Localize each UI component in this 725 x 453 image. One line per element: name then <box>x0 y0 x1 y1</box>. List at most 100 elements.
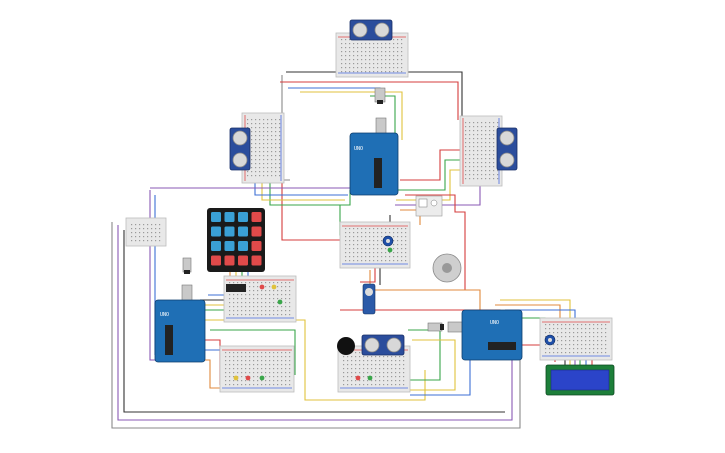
breadboard-hole <box>273 294 275 296</box>
breadboard-hole <box>259 143 261 145</box>
keypad-key <box>238 255 248 266</box>
breadboard-hole <box>593 352 595 354</box>
breadboard-hole <box>553 328 555 330</box>
keypad-key <box>251 212 262 222</box>
breadboard-hole <box>237 314 239 316</box>
breadboard-hole <box>481 142 483 144</box>
breadboard-hole <box>345 236 347 238</box>
breadboard-hole <box>245 314 247 316</box>
breadboard-hole <box>265 364 267 366</box>
breadboard-hole <box>489 166 491 168</box>
breadboard-hole <box>385 260 387 262</box>
breadboard-hole <box>373 232 375 234</box>
breadboard-hole <box>351 356 353 358</box>
breadboard-hole <box>251 171 253 173</box>
breadboard-hole <box>275 143 277 145</box>
breadboard-hole <box>401 59 403 61</box>
breadboard-hole <box>273 310 275 312</box>
breadboard-hole <box>397 63 399 65</box>
breadboard-hole <box>255 135 257 137</box>
breadboard-hole <box>391 380 393 382</box>
breadboard-hole <box>577 328 579 330</box>
breadboard-hole <box>259 139 261 141</box>
breadboard-hole <box>229 380 231 382</box>
breadboard-hole <box>371 380 373 382</box>
breadboard-hole <box>241 384 243 386</box>
breadboard-hole <box>347 376 349 378</box>
breadboard-hole <box>477 162 479 164</box>
breadboard-hole <box>267 159 269 161</box>
breadboard-hole <box>267 127 269 129</box>
breadboard-hole <box>387 356 389 358</box>
breadboard-hole <box>247 123 249 125</box>
breadboard-hole <box>375 372 377 374</box>
breadboard-hole <box>465 158 467 160</box>
breadboard-hole <box>389 63 391 65</box>
breadboard-hole <box>485 166 487 168</box>
breadboard-hole <box>261 314 263 316</box>
breadboard-hole <box>341 47 343 49</box>
breadboard-hole <box>353 236 355 238</box>
breadboard-hole <box>253 380 255 382</box>
breadboard-hole <box>249 302 251 304</box>
breadboard-hole <box>381 256 383 258</box>
breadboard-hole <box>473 134 475 136</box>
breadboard-hole <box>347 356 349 358</box>
breadboard-hole <box>267 135 269 137</box>
breadboard-hole <box>585 324 587 326</box>
breadboard-hole <box>241 294 243 296</box>
breadboard-hole <box>159 236 161 238</box>
breadboard-hole <box>349 55 351 57</box>
breadboard-hole <box>269 298 271 300</box>
breadboard-hole <box>225 380 227 382</box>
breadboard-hole <box>255 159 257 161</box>
breadboard-hole <box>493 162 495 164</box>
breadboard-hole <box>267 171 269 173</box>
breadboard-hole <box>271 131 273 133</box>
breadboard-hole <box>391 356 393 358</box>
breadboard-hole <box>359 372 361 374</box>
breadboard-hole <box>245 368 247 370</box>
breadboard-hole <box>367 384 369 386</box>
breadboard-hole <box>373 51 375 53</box>
breadboard-hole <box>577 348 579 350</box>
breadboard-hole <box>569 344 571 346</box>
breadboard-hole <box>351 380 353 382</box>
breadboard-hole <box>155 228 157 230</box>
breadboard-hole <box>469 134 471 136</box>
breadboard-hole <box>255 151 257 153</box>
breadboard-hole <box>403 356 405 358</box>
breadboard-hole <box>361 260 363 262</box>
breadboard-hole <box>285 314 287 316</box>
breadboard-hole <box>493 130 495 132</box>
breadboard-hole <box>367 360 369 362</box>
breadboard-hole <box>397 43 399 45</box>
breadboard-hole <box>265 360 267 362</box>
breadboard-hole <box>261 368 263 370</box>
breadboard-hole <box>485 154 487 156</box>
breadboard-hole <box>289 364 291 366</box>
breadboard-hole <box>345 43 347 45</box>
breadboard-hole <box>493 122 495 124</box>
breadboard-hole <box>589 328 591 330</box>
breadboard-hole <box>469 122 471 124</box>
keypad-key <box>224 241 235 251</box>
breadboard-hole <box>267 151 269 153</box>
breadboard-hole <box>385 252 387 254</box>
breadboard-hole <box>549 328 551 330</box>
breadboard-hole <box>159 232 161 234</box>
breadboard-hole <box>485 130 487 132</box>
breadboard-hole <box>289 282 291 284</box>
breadboard-hole <box>225 356 227 358</box>
breadboard-hole <box>569 336 571 338</box>
breadboard-hole <box>369 236 371 238</box>
breadboard-hole <box>269 376 271 378</box>
breadboard-hole <box>343 364 345 366</box>
ultrasonic-sensor-top <box>349 19 393 41</box>
breadboard-hole <box>267 139 269 141</box>
breadboard-hole <box>369 47 371 49</box>
breadboard-hole <box>601 336 603 338</box>
breadboard-hole <box>281 282 283 284</box>
breadboard-hole <box>277 302 279 304</box>
breadboard-hole <box>381 59 383 61</box>
